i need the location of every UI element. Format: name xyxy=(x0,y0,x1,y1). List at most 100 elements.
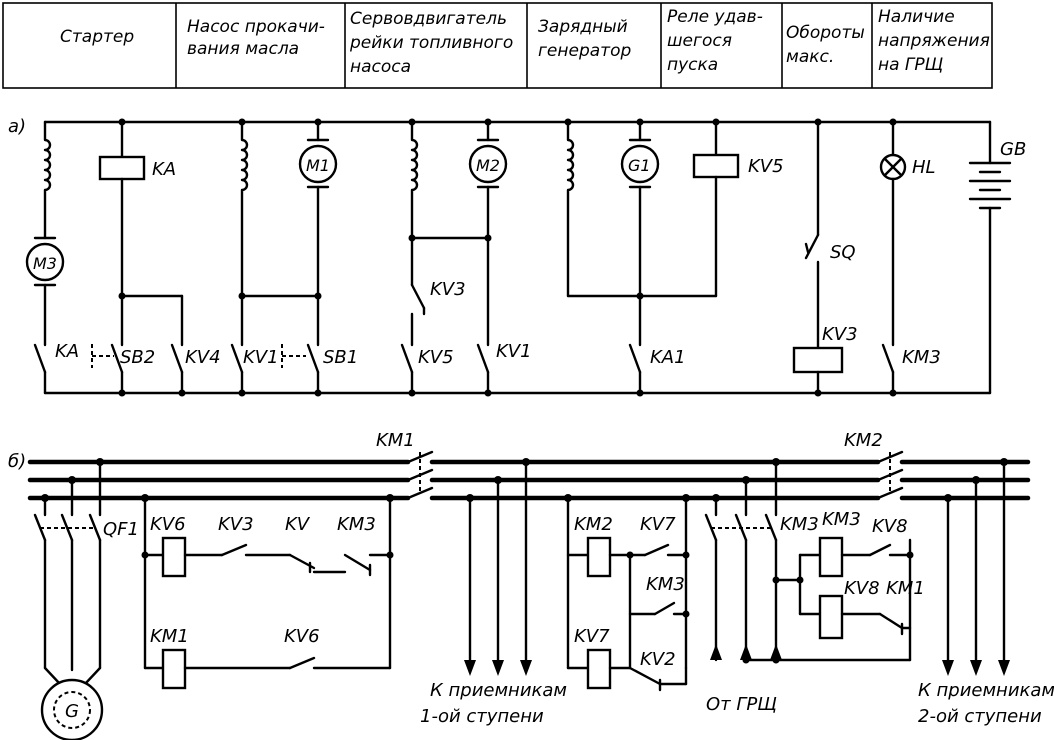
contact-kv8 xyxy=(868,543,892,557)
diagram-a: а) M3 KA KA SB2 KV4 KV1 xyxy=(8,116,1026,397)
label-g: G xyxy=(65,701,79,722)
header-rpm-2: макс. xyxy=(786,47,834,67)
header-servo-3: насоса xyxy=(350,57,411,77)
label-ka: KA xyxy=(55,341,79,362)
busbars-right xyxy=(899,459,1031,501)
label-km3: KM3 xyxy=(902,347,941,368)
starter-field-winding xyxy=(43,120,52,240)
label-hl: HL xyxy=(912,157,936,178)
header-servo-1: Сервовдвигатель xyxy=(350,9,507,29)
label-km3-a: KM3 xyxy=(337,514,376,535)
label-ka-coil: KA xyxy=(152,159,176,180)
label-sb2: SB2 xyxy=(120,347,155,368)
label-km1-top: KM1 xyxy=(376,430,415,451)
label-kv: KV xyxy=(285,514,311,535)
contact-kv6 xyxy=(288,656,316,670)
label-kv5-coil: KV5 xyxy=(748,156,784,177)
coil-kv8 xyxy=(818,594,844,640)
button-sb1 xyxy=(306,343,320,374)
generator-g1 xyxy=(620,144,660,184)
header-relay-3: пуска xyxy=(667,55,718,75)
label-kv8-coil: KV8 xyxy=(844,578,880,599)
switch-km2 xyxy=(876,450,904,500)
coil-kv7 xyxy=(586,648,612,690)
header-generator-1: Зарядный xyxy=(538,17,628,37)
coil-km1 xyxy=(161,648,187,690)
header-rpm-1: Обороты xyxy=(786,23,865,43)
contact-km3-b xyxy=(653,601,676,616)
diagram-a-tag: а) xyxy=(8,116,26,137)
contact-kv7 xyxy=(643,543,670,557)
label-kv4: KV4 xyxy=(185,347,221,368)
switch-sq xyxy=(804,233,820,260)
contact-kv1-a xyxy=(230,343,244,374)
contact-ka xyxy=(33,343,47,374)
label-km1-coil: KM1 xyxy=(150,626,189,647)
consumer-feeds-1 xyxy=(464,460,532,676)
motor-m1 xyxy=(298,144,338,184)
contact-kv4 xyxy=(170,343,184,374)
header-oil-pump-1: Насос прокачи- xyxy=(187,17,325,37)
caption-consumers-1-line2: 1-ой ступени xyxy=(420,706,544,727)
contact-kv1-b xyxy=(476,343,490,374)
label-kv2: KV2 xyxy=(640,649,676,670)
motor-m3 xyxy=(25,242,65,282)
label-g1: G1 xyxy=(628,156,651,175)
label-m3: M3 xyxy=(33,254,57,273)
diagram-b-tag: б) xyxy=(8,451,26,472)
label-kv3-contact: KV3 xyxy=(430,279,466,300)
label-kv6-coil: KV6 xyxy=(150,514,186,535)
label-kv5: KV5 xyxy=(418,347,454,368)
generator-feeder xyxy=(33,460,102,686)
busbars-left xyxy=(27,459,411,501)
caption-consumers-1-line1: К приемникам xyxy=(430,680,567,701)
label-sb1: SB1 xyxy=(323,347,358,368)
label-km1-c: KM1 xyxy=(886,578,925,599)
header-servo-2: рейки топливного xyxy=(349,33,513,53)
caption-consumers-2-line1: К приемникам xyxy=(918,680,1054,701)
contact-ka1 xyxy=(628,343,642,374)
contact-kv5 xyxy=(400,343,414,374)
label-km3-sw: KM3 xyxy=(780,514,819,535)
contact-km3 xyxy=(881,343,895,374)
header-voltage-2: напряжения xyxy=(878,31,990,51)
button-sb2 xyxy=(110,343,124,374)
diagram-b: б) KM1 KM2 xyxy=(8,430,1054,740)
caption-consumers-2-line2: 2-ой ступени xyxy=(918,706,1042,727)
coil-kv3 xyxy=(792,346,844,374)
motor-m2 xyxy=(468,144,508,184)
contact-kv3-b xyxy=(220,543,248,557)
label-m1: M1 xyxy=(306,156,330,175)
coil-ka xyxy=(98,155,146,181)
header-voltage-3: на ГРЩ xyxy=(878,55,943,75)
junctions-b xyxy=(41,458,1008,664)
generator-g xyxy=(40,678,104,740)
header-oil-pump-2: вания масла xyxy=(187,39,299,59)
junctions-a xyxy=(118,118,897,397)
label-kv6-c: KV6 xyxy=(284,626,320,647)
contact-kv2 xyxy=(628,666,662,686)
label-kv7-coil: KV7 xyxy=(574,626,610,647)
header-generator-2: генератор xyxy=(538,41,631,61)
label-kv3-b: KV3 xyxy=(218,514,254,535)
battery-gb xyxy=(968,161,1012,210)
header-relay-2: шегося xyxy=(667,31,732,51)
contact-km1 xyxy=(878,612,904,630)
header-table: Стартер Насос прокачи- вания масла Серво… xyxy=(2,2,993,89)
label-kv7-a: KV7 xyxy=(640,514,676,535)
consumer-feeds-2 xyxy=(942,460,1010,676)
label-gb: GB xyxy=(1000,139,1026,160)
label-kv1-a: KV1 xyxy=(243,347,279,368)
busbars-middle xyxy=(429,459,881,501)
header-relay-1: Реле удав- xyxy=(667,7,763,27)
contact-kv3-a xyxy=(410,283,426,310)
label-kv8-a: KV8 xyxy=(872,516,908,537)
header-voltage-1: Наличие xyxy=(878,7,955,27)
generator-g-inner xyxy=(53,691,91,729)
label-km2-coil: KM2 xyxy=(574,514,613,535)
coil-kv6 xyxy=(161,536,187,578)
contact-km3-a xyxy=(343,553,372,572)
label-km2-top: KM2 xyxy=(844,430,883,451)
grsh-feed xyxy=(704,460,782,662)
